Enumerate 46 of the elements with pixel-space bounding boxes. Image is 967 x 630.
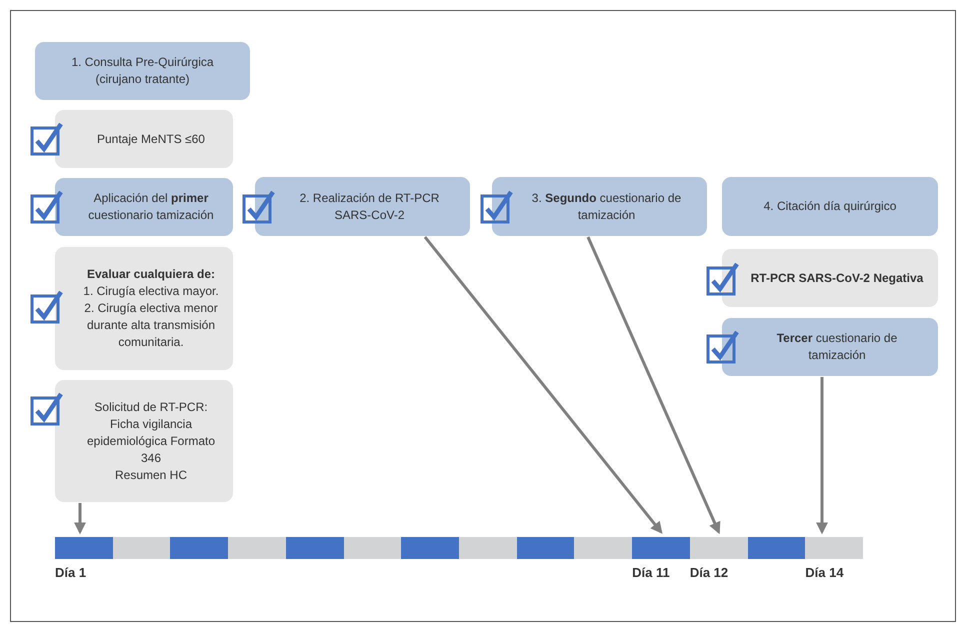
arrow (74, 503, 86, 534)
box-text: Puntaje MeNTS ≤60 (97, 130, 205, 148)
task-box (35, 42, 250, 100)
timeline-segment (574, 537, 633, 559)
timeline-segment (516, 537, 575, 559)
criterion-box (55, 380, 233, 502)
box-text: Aplicación del primer cuestionario tamización (87, 190, 215, 224)
box-text: Resumen HC (114, 466, 188, 484)
timeline-segment (112, 537, 171, 559)
box-text: Solicitud de RT-PCR: (94, 398, 208, 416)
box-text: 4. Citación día quirúrgico (764, 198, 896, 215)
task-box (255, 177, 470, 236)
timeline-segment (55, 537, 114, 559)
criterion-box (55, 110, 233, 168)
timeline-segment (690, 537, 748, 559)
timeline-segment (170, 537, 229, 559)
arrow (586, 236, 720, 534)
box-text: 2. Cirugía electiva menor durante alta transmisión comunitaria. (83, 300, 219, 351)
day-label: Día 1 (55, 565, 86, 580)
day-label: Día 14 (805, 565, 844, 580)
box-text: 3. Segundo cuestionario de tamización (530, 190, 682, 224)
task-box (722, 177, 938, 236)
box-text: 2. Realización de RT-PCR SARS-CoV-2 (298, 190, 440, 224)
task-box (492, 177, 707, 236)
criterion-box (55, 247, 233, 370)
box-text: 1. Cirugía electiva mayor. (83, 283, 219, 300)
box-text: Tercer cuestionario de tamización (776, 330, 898, 364)
timeline-segment (632, 537, 690, 559)
arrow (424, 236, 662, 534)
box-text: Ficha vigilancia epidemiológica Formato 346 (86, 416, 216, 466)
box-text: Evaluar cualquiera de: (86, 266, 216, 283)
arrow (816, 377, 828, 534)
day-label: Día 11 (632, 565, 670, 580)
task-box (55, 178, 233, 236)
criterion-box (722, 249, 938, 307)
timeline-segment (286, 537, 344, 559)
task-box (722, 318, 938, 376)
timeline-segment (401, 537, 460, 559)
timeline-segment (748, 537, 806, 559)
timeline-segment (228, 537, 286, 559)
timeline-segment (805, 537, 864, 559)
timeline-segment (344, 537, 402, 559)
timeline-segment (459, 537, 518, 559)
day-label: Día 12 (690, 565, 728, 580)
box-text: 1. Consulta Pre-Quirúrgica (cirujano tratante) (70, 54, 215, 88)
box-text: RT-PCR SARS-CoV-2 Negativa (750, 270, 924, 286)
